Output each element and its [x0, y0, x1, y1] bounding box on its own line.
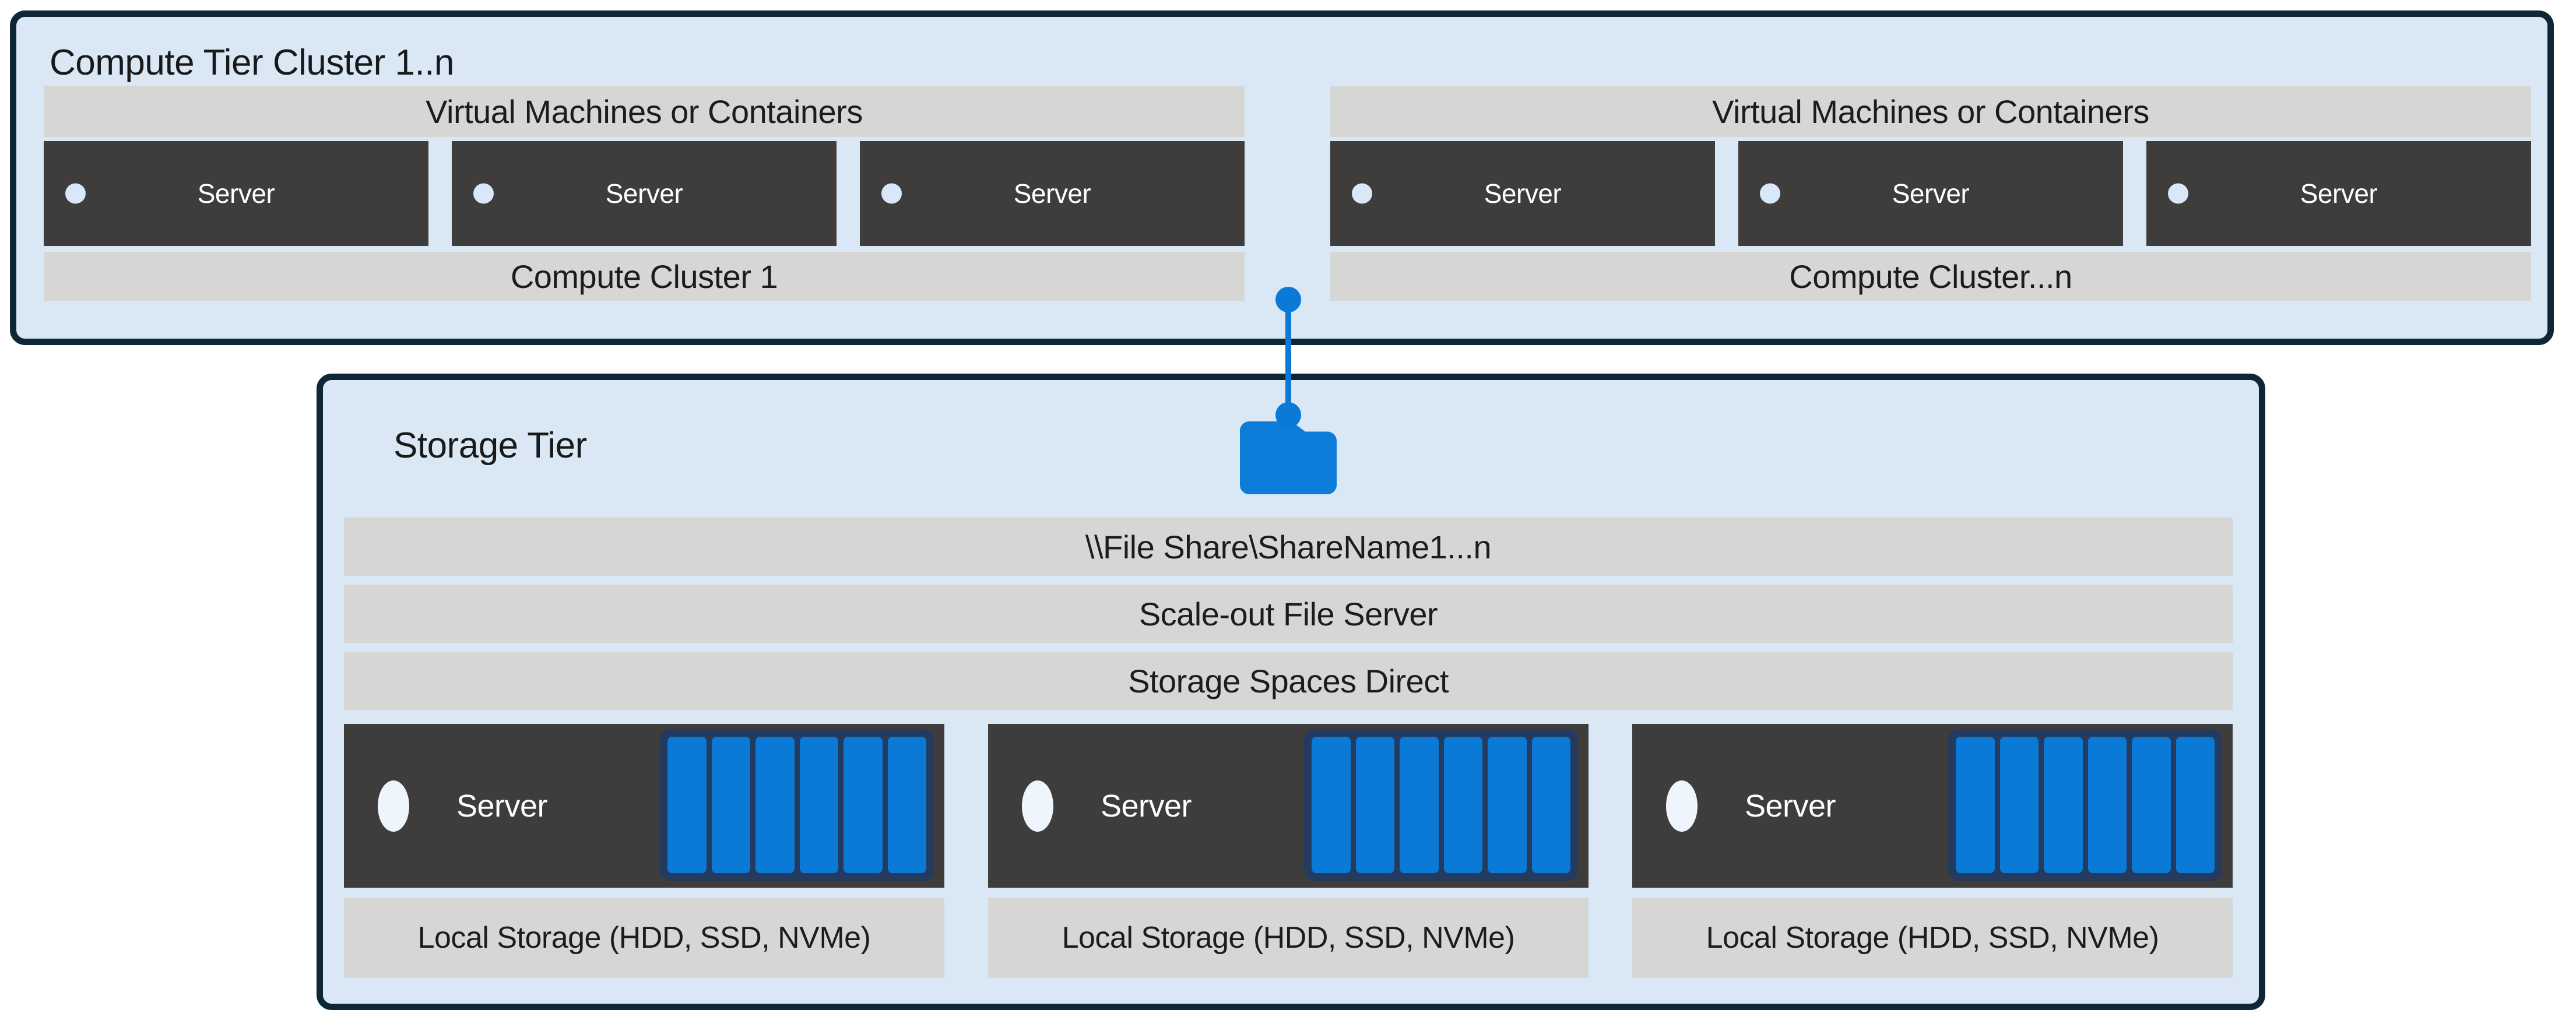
server-led-icon	[1666, 780, 1698, 832]
storage-spaces-direct-label: Storage Spaces Direct	[1128, 662, 1449, 699]
server-row: Server Server Server	[44, 141, 1245, 246]
server-label: Server	[456, 788, 548, 824]
local-storage-bar: Local Storage (HDD, SSD, NVMe)	[988, 898, 1589, 978]
compute-cluster-bar: Compute Cluster...n	[1330, 252, 2531, 301]
disk-icon	[1999, 737, 2039, 873]
compute-server: Server	[1330, 141, 1715, 246]
vm-containers-bar: Virtual Machines or Containers	[1330, 86, 2531, 137]
compute-server: Server	[1738, 141, 2123, 246]
scale-out-file-server-bar: Scale-out File Server	[344, 585, 2233, 643]
disk-icon	[711, 737, 750, 873]
compute-server: Server	[2146, 141, 2531, 246]
vm-containers-label: Virtual Machines or Containers	[426, 93, 863, 130]
vm-containers-label: Virtual Machines or Containers	[1712, 93, 2149, 130]
server-label: Server	[197, 178, 275, 209]
local-storage-label: Local Storage (HDD, SSD, NVMe)	[1706, 921, 2159, 955]
compute-tier-title: Compute Tier Cluster 1..n	[50, 43, 454, 83]
disk-array-icon	[1948, 729, 2222, 881]
server-led-icon	[1760, 183, 1780, 204]
storage-server: Server	[1632, 724, 2233, 888]
disk-icon	[667, 737, 707, 873]
compute-server: Server	[860, 141, 1245, 246]
disk-icon	[1531, 737, 1570, 873]
connector-endpoint-icon	[1275, 402, 1301, 428]
local-storage-label: Local Storage (HDD, SSD, NVMe)	[1062, 921, 1515, 955]
compute-cluster-bar: Compute Cluster 1	[44, 252, 1245, 301]
server-row: Server Server Server	[1330, 141, 2531, 246]
storage-node-column: Server Local Storage (HDD, SSD, NVMe)	[1632, 380, 2233, 1004]
folder-icon	[1240, 421, 1337, 494]
disk-icon	[1443, 737, 1482, 873]
compute-server: Server	[44, 141, 428, 246]
file-share-label: \\File Share\ShareName1...n	[1085, 528, 1492, 565]
local-storage-label: Local Storage (HDD, SSD, NVMe)	[417, 921, 871, 955]
scale-out-file-server-label: Scale-out File Server	[1138, 595, 1438, 632]
disk-icon	[1488, 737, 1527, 873]
server-led-icon	[1352, 183, 1372, 204]
server-label: Server	[1744, 788, 1836, 824]
server-led-icon	[1022, 780, 1053, 832]
connector-endpoint-icon	[1275, 287, 1301, 312]
disk-icon	[2044, 737, 2083, 873]
disk-icon	[887, 737, 926, 873]
local-storage-bar: Local Storage (HDD, SSD, NVMe)	[1632, 898, 2233, 978]
file-share-bar: \\File Share\ShareName1...n	[344, 518, 2233, 576]
compute-cluster-label: Compute Cluster 1	[510, 258, 778, 295]
server-label: Server	[2300, 178, 2378, 209]
tier-connector-line	[1285, 300, 1291, 415]
compute-server: Server	[452, 141, 837, 246]
compute-tier-box: Compute Tier Cluster 1..n Virtual Machin…	[10, 10, 2554, 345]
disk-icon	[799, 737, 838, 873]
storage-server: Server	[988, 724, 1589, 888]
storage-tier-box: Storage Tier \\File Share\ShareName1...n…	[317, 374, 2265, 1010]
disk-array-icon	[1304, 729, 1578, 881]
compute-cluster-n-group: Virtual Machines or Containers Server Se…	[1330, 17, 2531, 339]
server-label: Server	[1100, 788, 1192, 824]
storage-tier-title: Storage Tier	[393, 425, 587, 466]
storage-server: Server	[344, 724, 944, 888]
server-label: Server	[605, 178, 683, 209]
disk-array-icon	[660, 729, 934, 881]
storage-node-column: Server Local Storage (HDD, SSD, NVMe)	[988, 380, 1589, 1004]
server-led-icon	[881, 183, 902, 204]
disk-icon	[1956, 737, 1995, 873]
compute-cluster-label: Compute Cluster...n	[1789, 258, 2072, 295]
server-label: Server	[1484, 178, 1562, 209]
server-label: Server	[1892, 178, 1970, 209]
disk-icon	[2087, 737, 2127, 873]
disk-icon	[755, 737, 795, 873]
disk-icon	[1400, 737, 1439, 873]
storage-node-column: Server Local Storage (HDD, SSD, NVMe)	[344, 380, 944, 1004]
local-storage-bar: Local Storage (HDD, SSD, NVMe)	[344, 898, 944, 978]
disk-icon	[2176, 737, 2215, 873]
compute-cluster-1-group: Virtual Machines or Containers Server Se…	[44, 17, 1245, 339]
server-led-icon	[65, 183, 86, 204]
storage-spaces-direct-bar: Storage Spaces Direct	[344, 652, 2233, 710]
server-led-icon	[378, 780, 409, 832]
server-led-icon	[473, 183, 494, 204]
server-label: Server	[1013, 178, 1091, 209]
vm-containers-bar: Virtual Machines or Containers	[44, 86, 1245, 137]
server-led-icon	[2168, 183, 2188, 204]
disk-icon	[844, 737, 883, 873]
disk-icon	[1312, 737, 1351, 873]
disk-icon	[2132, 737, 2171, 873]
disk-icon	[1355, 737, 1394, 873]
